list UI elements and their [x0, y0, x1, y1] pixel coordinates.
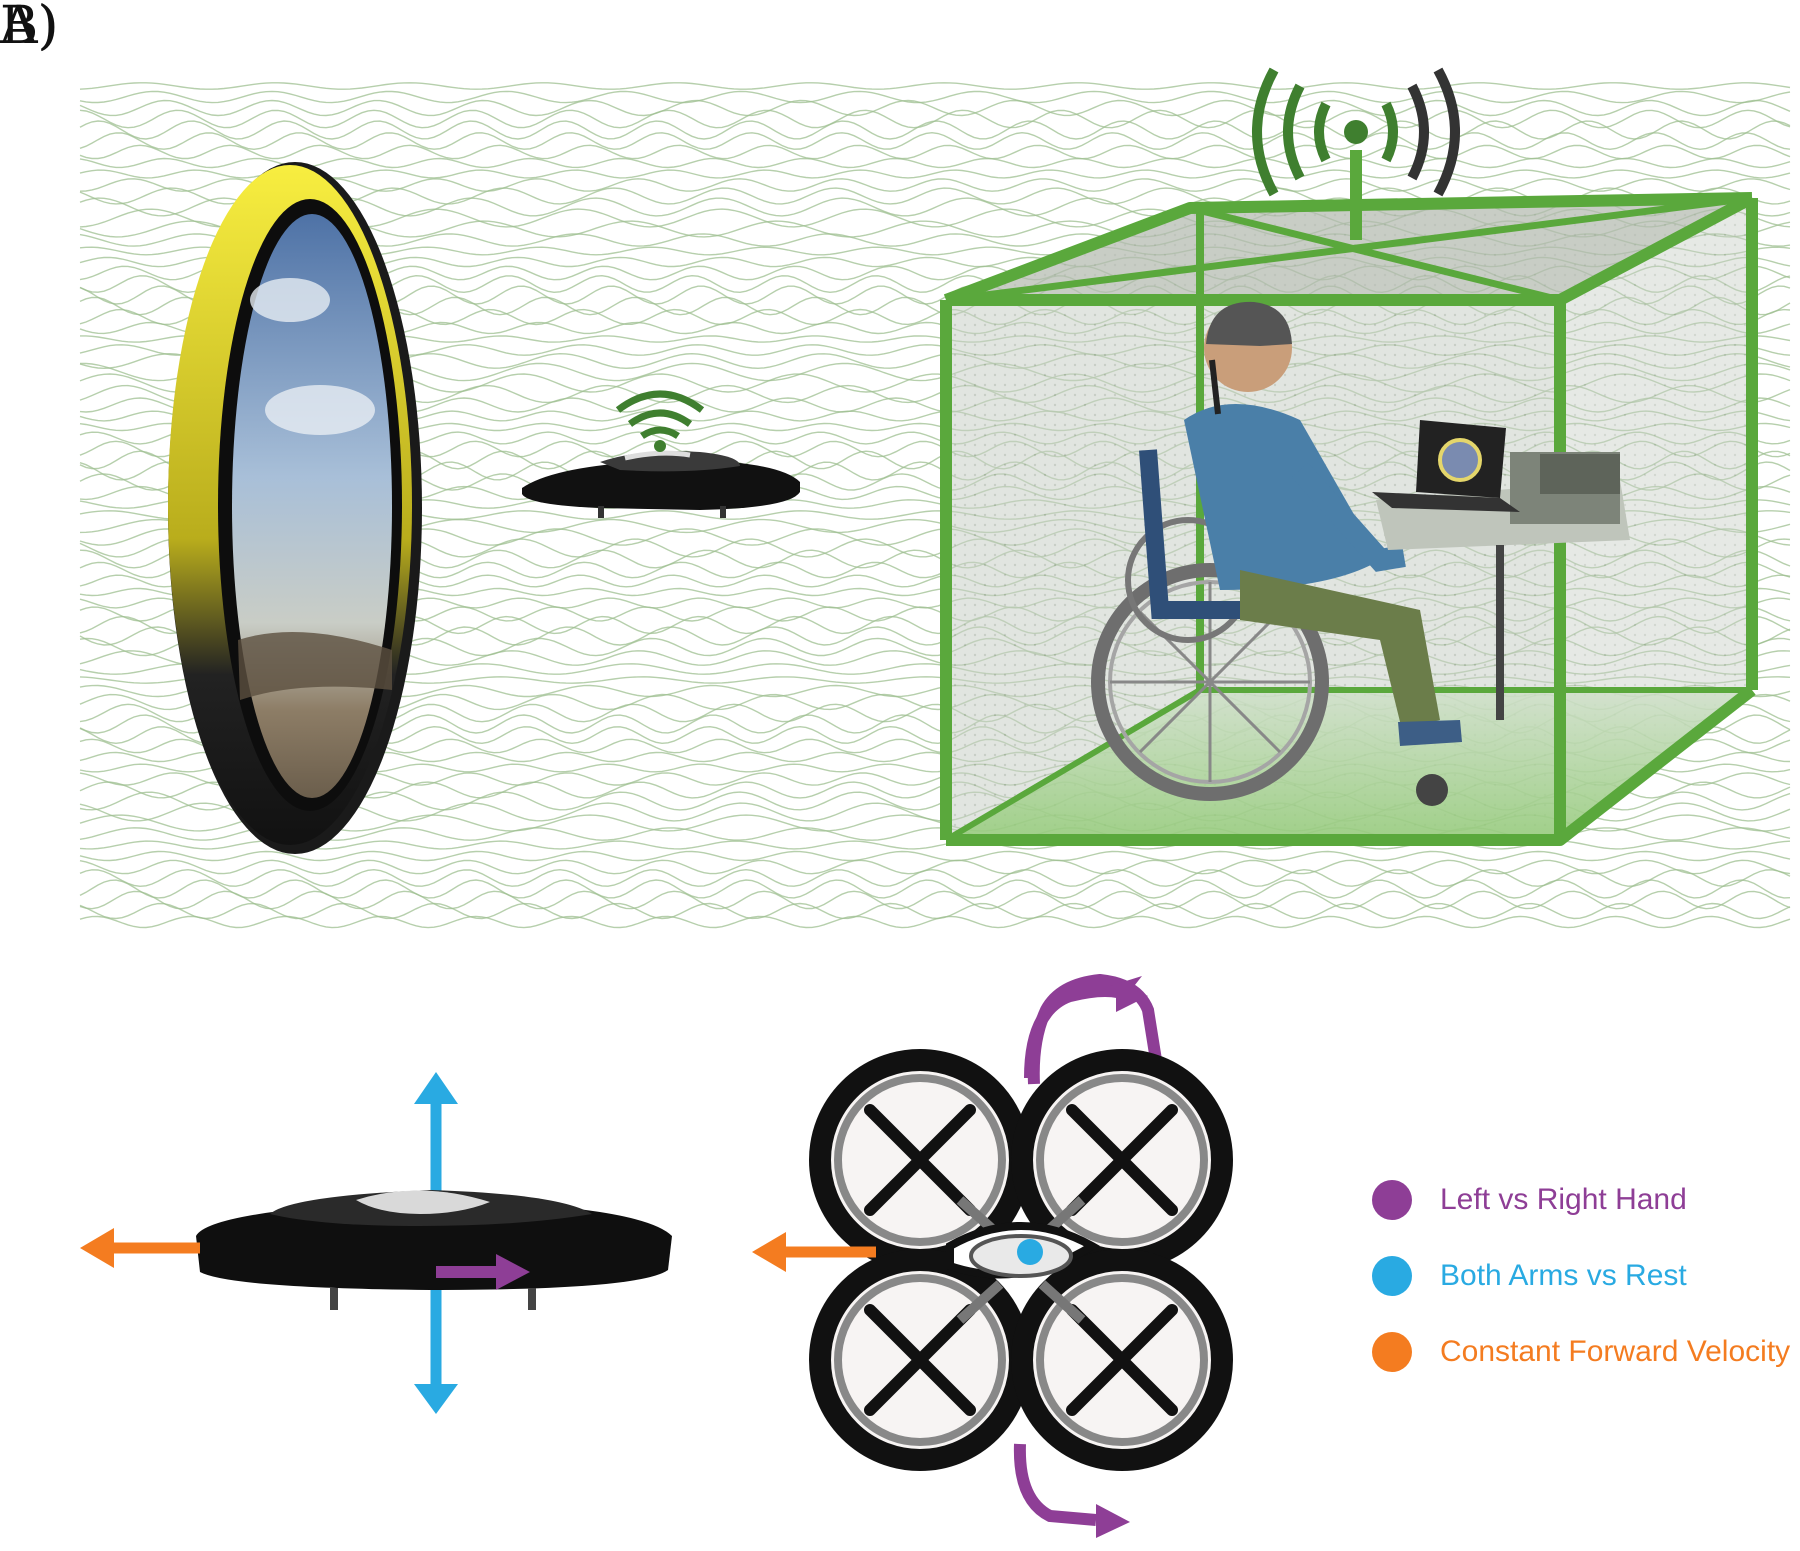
legend-label: Left vs Right Hand [1440, 1183, 1687, 1216]
forward-arrow-side [80, 1228, 114, 1268]
legend-swatch [1372, 1180, 1412, 1220]
turn-arrow-bottom [1096, 1504, 1130, 1538]
eeg-trace [79, 859, 1791, 875]
legend-item-both-arms: Both Arms vs Rest [1372, 1238, 1800, 1314]
eeg-trace [79, 187, 1791, 205]
eeg-trace [79, 99, 1791, 117]
antenna-icon [1252, 67, 1460, 197]
eeg-trace [79, 144, 1791, 160]
eeg-trace [79, 157, 1791, 169]
ring-portal [168, 162, 422, 854]
up-arrow [414, 1072, 458, 1104]
eeg-trace [79, 879, 1791, 899]
legend: Left vs Right Hand Both Arms vs Rest Con… [1372, 1162, 1800, 1390]
eeg-trace [79, 840, 1791, 850]
eeg-trace [79, 868, 1791, 888]
faraday-cage [940, 150, 1758, 846]
forward-arrow-top [752, 1232, 786, 1272]
eeg-trace [79, 109, 1791, 129]
legend-item-left-right: Left vs Right Hand [1372, 1162, 1800, 1238]
legend-label: Both Arms vs Rest [1440, 1259, 1687, 1292]
eeg-trace [79, 890, 1791, 910]
wifi-icon [615, 390, 705, 452]
center-dot [1017, 1239, 1043, 1265]
eeg-trace [79, 169, 1791, 179]
legend-label: Constant Forward Velocity [1440, 1335, 1791, 1368]
person-in-wheelchair [1091, 301, 1462, 806]
eeg-trace [79, 178, 1791, 192]
drone-side-b [80, 1072, 672, 1414]
drone-top-b [752, 973, 1233, 1538]
legend-swatch [1372, 1256, 1412, 1296]
eeg-trace [79, 902, 1791, 920]
panel-b-label: B) [0, 0, 59, 56]
drone-side-a [522, 450, 800, 518]
eeg-trace [79, 82, 1791, 90]
legend-swatch [1372, 1332, 1412, 1372]
eeg-trace [79, 120, 1791, 140]
turn-arrow-top [1116, 982, 1148, 1012]
panel-a-label: A) [0, 0, 58, 56]
down-arrow [414, 1384, 458, 1414]
laptop-icon [1372, 420, 1520, 512]
lateral-arrow [496, 1254, 530, 1290]
eeg-trace [79, 915, 1791, 929]
eeg-trace [79, 90, 1791, 104]
legend-item-forward-velocity: Constant Forward Velocity [1372, 1314, 1800, 1390]
eeg-trace [79, 131, 1791, 151]
eeg-trace [79, 850, 1791, 862]
